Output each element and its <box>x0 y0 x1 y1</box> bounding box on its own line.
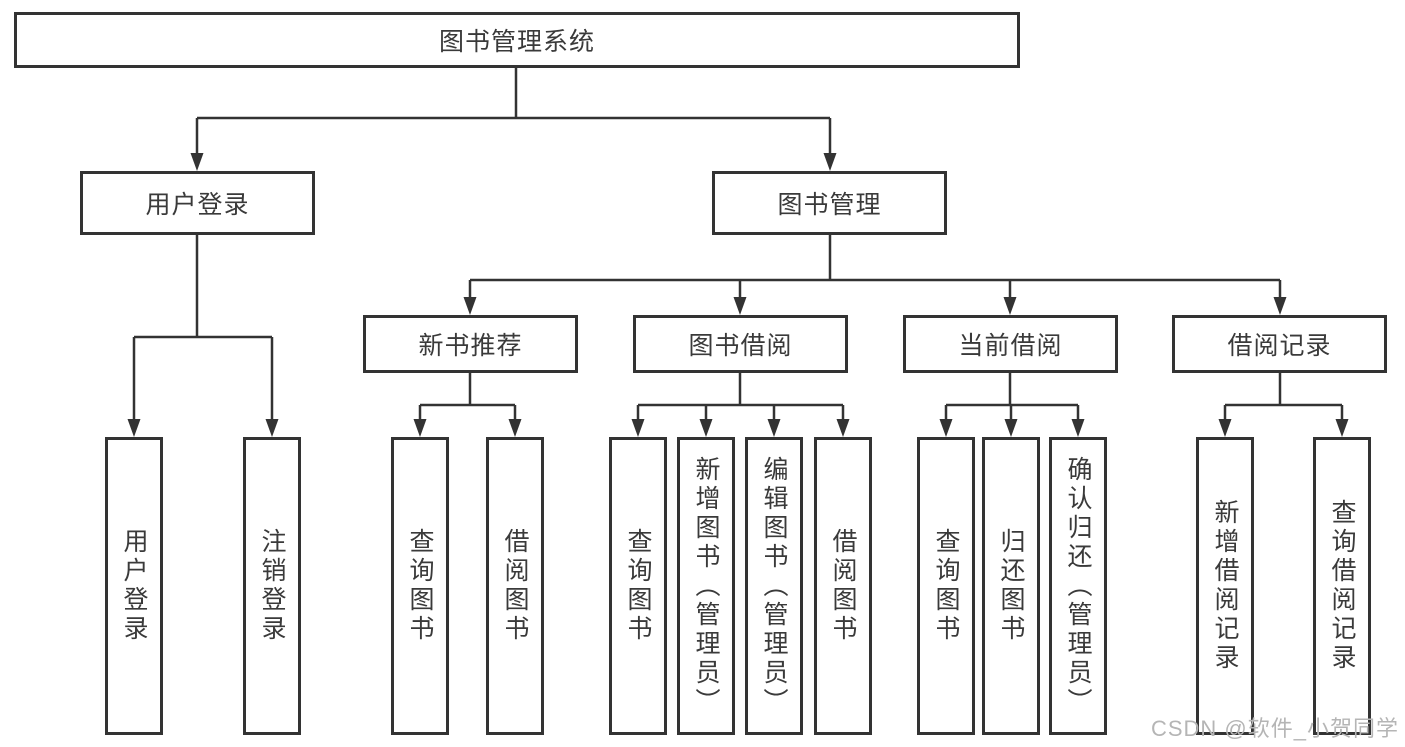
node-new-book-recommendation: 新书推荐 <box>363 315 578 373</box>
node-current-borrowing: 当前借阅 <box>903 315 1118 373</box>
node-query-books-recommendation: 查询图书 <box>391 437 449 735</box>
node-borrow-books-leaf: 借阅图书 <box>814 437 872 735</box>
node-user-login: 用户登录 <box>80 171 315 235</box>
node-query-borrow-record: 查询借阅记录 <box>1313 437 1371 735</box>
node-query-books-borrowing: 查询图书 <box>609 437 667 735</box>
node-query-books-current: 查询图书 <box>917 437 975 735</box>
arrowheads <box>127 153 1349 437</box>
node-return-book: 归还图书 <box>982 437 1040 735</box>
node-edit-book-admin: 编辑图书（管理员） <box>745 437 803 735</box>
node-logout: 注销登录 <box>243 437 301 735</box>
node-library-management-system: 图书管理系统 <box>14 12 1020 68</box>
node-add-book-admin: 新增图书（管理员） <box>677 437 735 735</box>
node-borrow-books-recommendation: 借阅图书 <box>486 437 544 735</box>
node-confirm-return-admin: 确认归还（管理员） <box>1049 437 1107 735</box>
node-user-login-leaf: 用户登录 <box>105 437 163 735</box>
watermark: CSDN @软件_小贺同学 <box>1150 716 1399 741</box>
node-book-borrowing: 图书借阅 <box>633 315 848 373</box>
node-add-borrow-record: 新增借阅记录 <box>1196 437 1254 735</box>
node-borrowing-records: 借阅记录 <box>1172 315 1387 373</box>
node-book-management: 图书管理 <box>712 171 947 235</box>
